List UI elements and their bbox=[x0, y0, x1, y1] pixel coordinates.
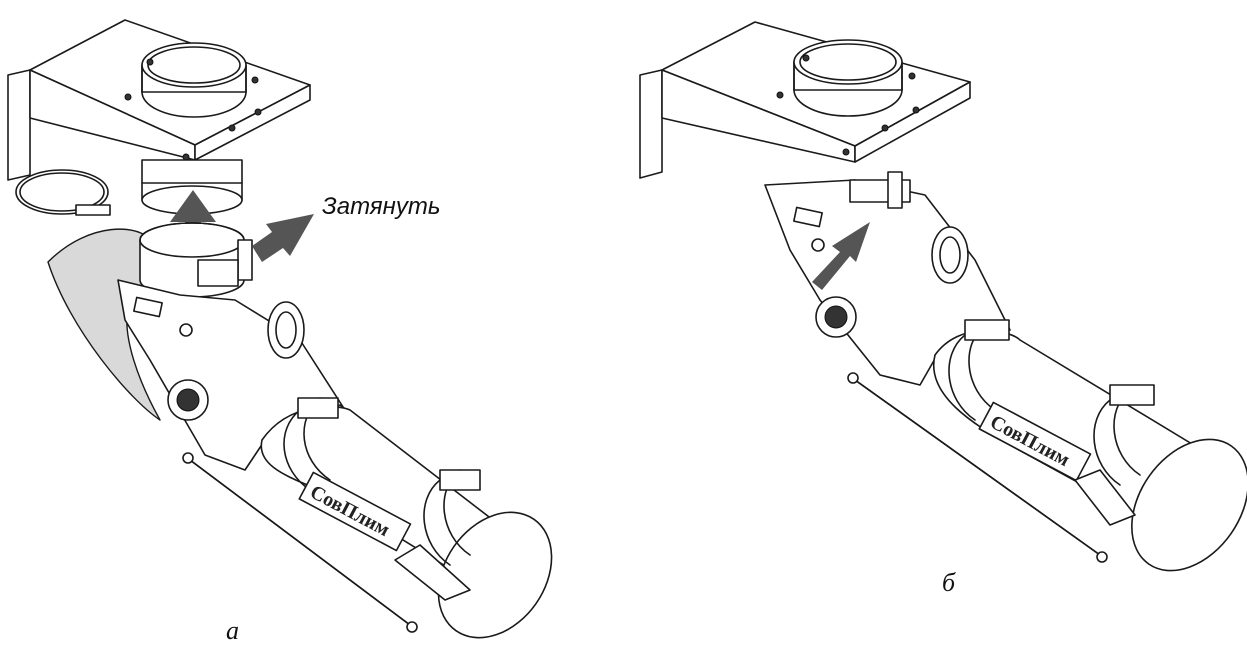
wall-plate-b bbox=[639, 69, 663, 179]
caption-a: а bbox=[226, 616, 239, 645]
hose-a bbox=[47, 228, 161, 421]
figure-a: СовПлим bbox=[7, 19, 553, 639]
caption-b: б bbox=[942, 568, 956, 597]
pointer-arrow-icon-a bbox=[252, 214, 314, 262]
tighten-label: Затянуть bbox=[322, 193, 441, 220]
clamp-ring-a bbox=[15, 169, 109, 215]
wall-plate-a bbox=[7, 69, 31, 181]
figure-b: СовПлим bbox=[639, 21, 1247, 572]
pointer-arrow-icon-b bbox=[812, 222, 870, 290]
